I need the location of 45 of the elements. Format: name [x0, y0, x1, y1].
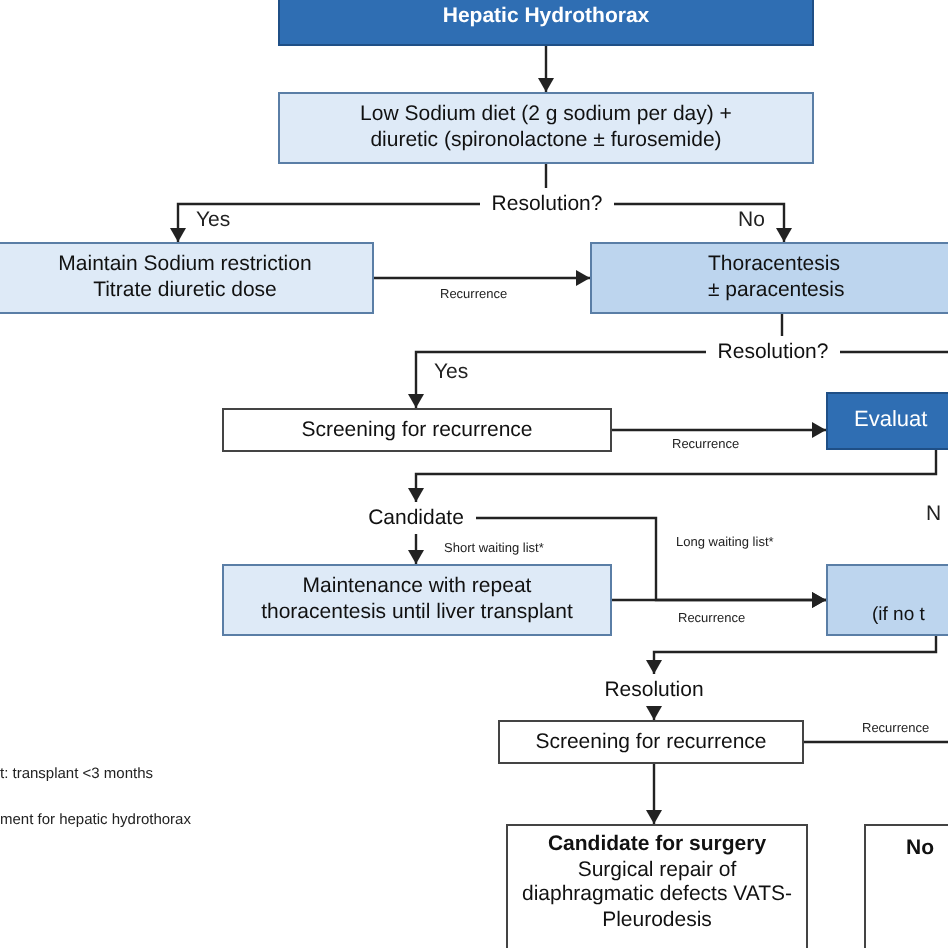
box-text: Titrate diuretic dose	[93, 278, 277, 304]
box-title: Maintenance with repeat thoracentesis until liver transplant	[259, 574, 575, 626]
process-box	[498, 720, 804, 764]
box-text: ± paracentesis	[708, 278, 845, 304]
process-box	[826, 564, 948, 636]
decision-label: Resolution?	[480, 188, 614, 220]
process-box	[0, 242, 374, 314]
arrow	[374, 270, 590, 286]
process-box	[278, 0, 814, 46]
cut-off-label: N	[926, 502, 942, 526]
connector-line	[804, 740, 948, 744]
box-title: (if no t	[872, 603, 925, 626]
box-title: Hepatic Hydrothorax	[442, 4, 650, 30]
box-text: Surgical repair of diaphragmatic defects VATS-Pleurodesis	[519, 857, 794, 933]
arrow	[170, 202, 480, 242]
box-title: No	[906, 836, 934, 862]
process-box	[222, 564, 612, 636]
process-box	[590, 242, 948, 314]
arrow	[408, 350, 706, 408]
arrow	[408, 450, 938, 502]
box-title: Screening for recurrence	[301, 417, 533, 443]
connector-line	[780, 314, 784, 336]
decision-label: Resolution?	[706, 336, 840, 368]
process-box	[278, 92, 814, 164]
box-title: Low Sodium diet (2 g sodium per day) + diuretic (spironolactone ± furosemide)	[358, 102, 734, 154]
arrow	[614, 202, 792, 242]
process-box	[826, 392, 948, 450]
box-title: Maintain Sodium restriction	[58, 252, 312, 278]
box-title: Evaluat	[854, 407, 928, 435]
box-title: Candidate for surgery	[547, 832, 767, 858]
process-box	[222, 408, 612, 452]
box-title: Screening for recurrence	[535, 729, 767, 755]
decision-label: Candidate	[356, 502, 476, 534]
arrow	[646, 764, 662, 824]
arrow	[538, 46, 554, 92]
connector-line	[544, 164, 548, 188]
arrow	[612, 422, 826, 438]
connector-line	[840, 350, 948, 354]
arrow	[646, 636, 938, 674]
arrow	[408, 534, 424, 564]
box-title: Thoracentesis	[708, 252, 840, 278]
decision-label: Resolution	[594, 674, 714, 706]
arrow	[612, 592, 826, 608]
arrow	[646, 706, 662, 720]
process-box	[506, 824, 808, 948]
